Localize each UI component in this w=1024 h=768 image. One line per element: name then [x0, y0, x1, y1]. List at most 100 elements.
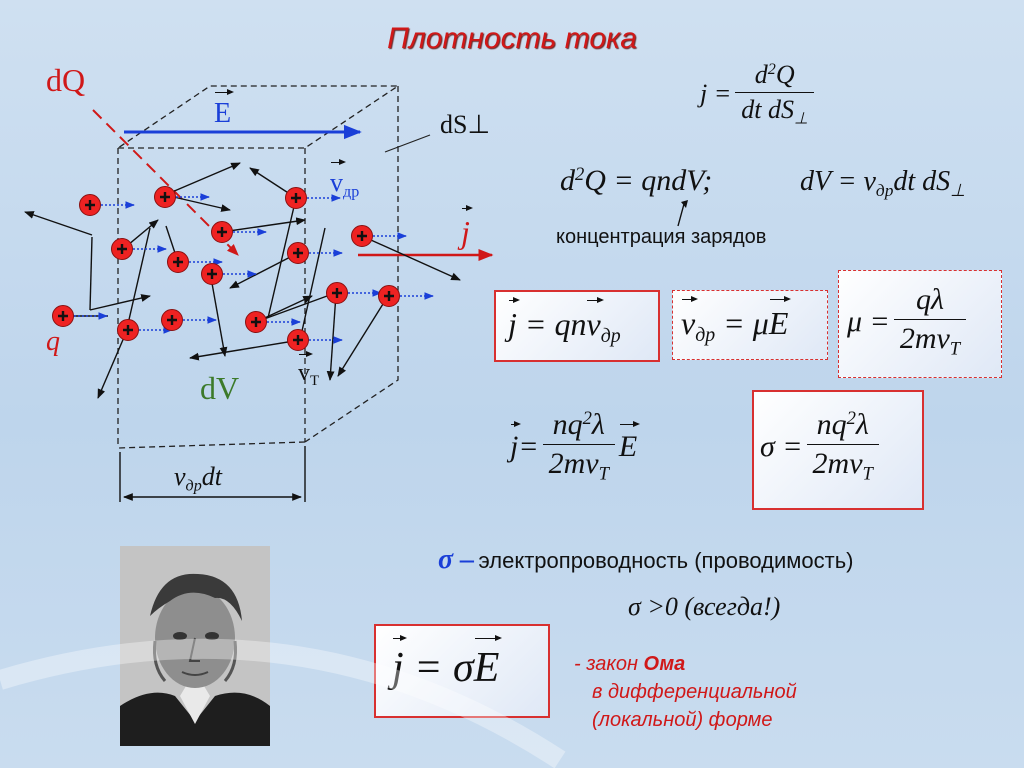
ds-pointer	[384, 134, 431, 153]
formula-dv: dV = vдрdt dS⊥	[800, 166, 965, 201]
f4-eq: =	[518, 429, 539, 463]
f2-b-perp: ⊥	[950, 181, 966, 201]
ohm-line1-a: - закон	[574, 653, 644, 675]
b3-num: qλ	[915, 283, 944, 316]
b2-sub: др	[695, 323, 716, 346]
f4-den: 2mv	[548, 447, 599, 481]
vdt-v: v	[174, 462, 186, 491]
plus-sign	[291, 193, 301, 203]
f4-num-tail: λ	[591, 408, 605, 442]
sigma-text: электропроводность (проводимость)	[478, 548, 854, 573]
plus-sign	[217, 227, 227, 237]
b4-num-sup: 2	[846, 408, 856, 429]
sigma-description: σ – электропроводность (проводимость)	[438, 544, 853, 576]
f1-den: dt dS	[741, 95, 795, 124]
dq-label: dQ	[46, 62, 86, 98]
ohm-formula: j = σE	[392, 635, 503, 692]
page-title: Плотность тока	[387, 22, 637, 55]
plus-sign	[332, 288, 342, 298]
formula-d2q: d2Q = qndV;	[560, 164, 712, 198]
v-thermal-sub: T	[310, 373, 320, 390]
f2-a-sup: 2	[575, 164, 585, 185]
portrait-image	[120, 546, 270, 746]
ohm-line3: (локальной) форме	[592, 709, 773, 731]
f4-fraction: nq2λ 2mvT	[542, 408, 615, 486]
v-thermal-symbol: v	[298, 351, 313, 386]
b1-sub: др	[600, 324, 621, 347]
f4-e: E	[618, 420, 641, 463]
b2-formula: vдр = μE	[681, 296, 791, 347]
ohm-line1-b: Ома	[643, 653, 686, 675]
b2-eq: = μ	[715, 305, 769, 341]
plus-sign	[293, 248, 303, 258]
ohm-line2: в дифференциальной	[592, 681, 797, 703]
b1-v: v	[586, 297, 604, 342]
b4-sigma: σ =	[760, 429, 803, 463]
b2-e: E	[768, 296, 791, 341]
f4-num: nq	[552, 408, 583, 442]
box-ohm-law: j = σE	[374, 624, 550, 718]
ohm-portrait	[120, 546, 270, 746]
ohm-eq: = σ	[403, 645, 474, 691]
plus-sign	[357, 231, 367, 241]
f1-num-sup: 2	[767, 61, 776, 79]
plus-sign	[173, 257, 183, 267]
plus-sign	[251, 317, 261, 327]
f2-a-tail: Q = qndV;	[584, 164, 713, 198]
b4-num-tail: λ	[855, 408, 869, 442]
b3-formula: μ = qλ 2mvT	[847, 283, 970, 361]
box-v-mue: vдр = μE	[672, 290, 828, 360]
vdt-tail: dt	[201, 462, 222, 491]
v-drift-symbol: v	[330, 159, 346, 197]
e-vector-symbol: E	[214, 89, 235, 129]
b4-fraction: nq2λ 2mvT	[806, 408, 879, 486]
ohm-j: j	[392, 635, 407, 691]
dv-label: dV	[200, 370, 240, 406]
f1-fraction: d2Q dt dS⊥	[735, 60, 815, 129]
b1-formula: j = qnvдр	[508, 297, 621, 348]
sigma-positive: σ >0 (всегда!)	[628, 592, 781, 621]
b2-v: v	[681, 296, 699, 341]
plus-sign	[85, 200, 95, 210]
v-thermal-label: vT	[298, 351, 320, 390]
b3-mu: μ =	[847, 304, 890, 338]
plus-sign	[293, 335, 303, 345]
b4-den-sub: T	[862, 463, 873, 485]
f4-num-sup: 2	[582, 408, 592, 429]
plus-sign	[123, 325, 133, 335]
plus-sign	[207, 269, 217, 279]
f2-b-sub: др	[875, 181, 894, 201]
f4-den-sub: T	[598, 463, 609, 485]
b4-den: 2mv	[812, 447, 863, 481]
f2-a: d	[560, 164, 575, 198]
box-bottom-edge	[117, 441, 306, 449]
plus-sign	[117, 244, 127, 254]
b3-den: 2mv	[899, 322, 950, 355]
b3-fraction: qλ 2mvT	[893, 283, 967, 361]
formula-j-full: j = nq2λ 2mvT E	[510, 408, 641, 486]
plus-sign	[167, 315, 177, 325]
current-density-diagram	[24, 85, 494, 502]
box-j-qnv: j = qnvдр	[494, 290, 660, 362]
f1-num: d	[754, 60, 768, 89]
b4-formula: σ = nq2λ 2mvT	[760, 408, 883, 486]
q-label: q	[46, 326, 60, 357]
ohm-e: E	[473, 635, 503, 691]
volume-box	[115, 85, 401, 448]
ohm-caption: - закон Ома в дифференциальной (локально…	[574, 650, 797, 734]
v-drift-label: vдр	[330, 159, 359, 202]
plus-sign	[384, 291, 394, 301]
ds-label: dS⊥	[440, 110, 491, 139]
concentration-label: концентрация зарядов	[556, 226, 767, 248]
vdt-dimension	[119, 446, 306, 502]
b1-eq: = qn	[516, 306, 587, 342]
f2-b-tail: dt dS	[893, 166, 951, 197]
vdt-label: vдрdt	[174, 462, 222, 496]
dq-line	[92, 109, 239, 256]
formula-j-definition: j = d2Q dt dS⊥	[700, 60, 818, 129]
sigma-symbol: σ –	[438, 544, 475, 575]
e-label: E	[214, 89, 235, 130]
j-vector-symbol: j	[461, 205, 473, 250]
j-label: j	[461, 205, 473, 251]
f2-b: dV = v	[800, 166, 876, 197]
